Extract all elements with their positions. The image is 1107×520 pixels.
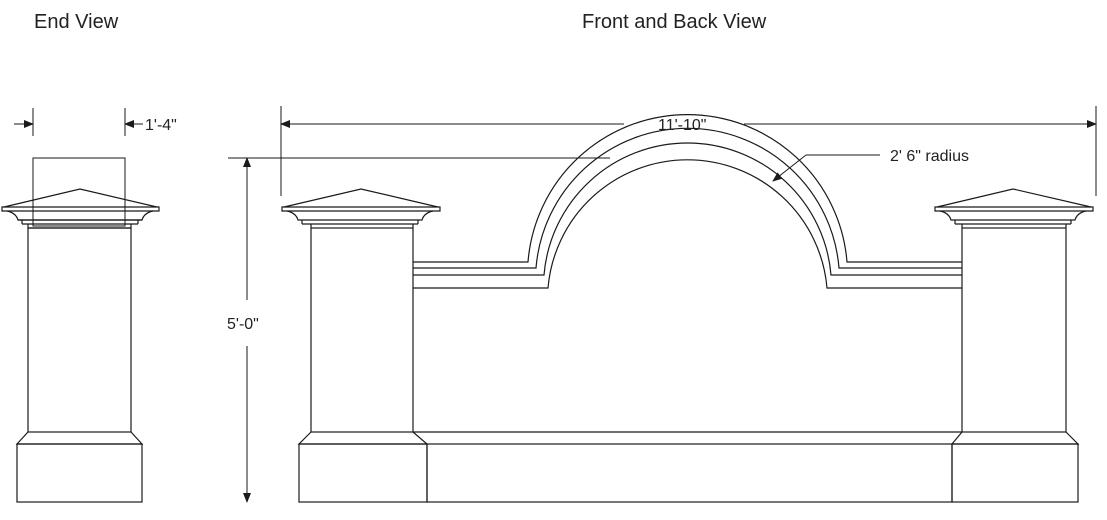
overall-width-label: 11'-10" — [658, 117, 706, 134]
arched-wall — [413, 114, 962, 503]
end-view-pillar — [1, 108, 160, 503]
height-label: 5'-0" — [227, 316, 259, 333]
radius-leader — [772, 154, 880, 182]
front-back-view-title: Front and Back View — [582, 11, 767, 33]
arch-radius-label: 2' 6" radius — [890, 148, 969, 165]
end-width-label: 1'-4" — [145, 117, 177, 134]
end-view-title: End View — [34, 11, 119, 33]
height-dimension — [228, 157, 610, 503]
left-pillar — [281, 188, 441, 503]
right-pillar — [934, 188, 1094, 503]
overall-width-dimension — [280, 106, 1097, 196]
